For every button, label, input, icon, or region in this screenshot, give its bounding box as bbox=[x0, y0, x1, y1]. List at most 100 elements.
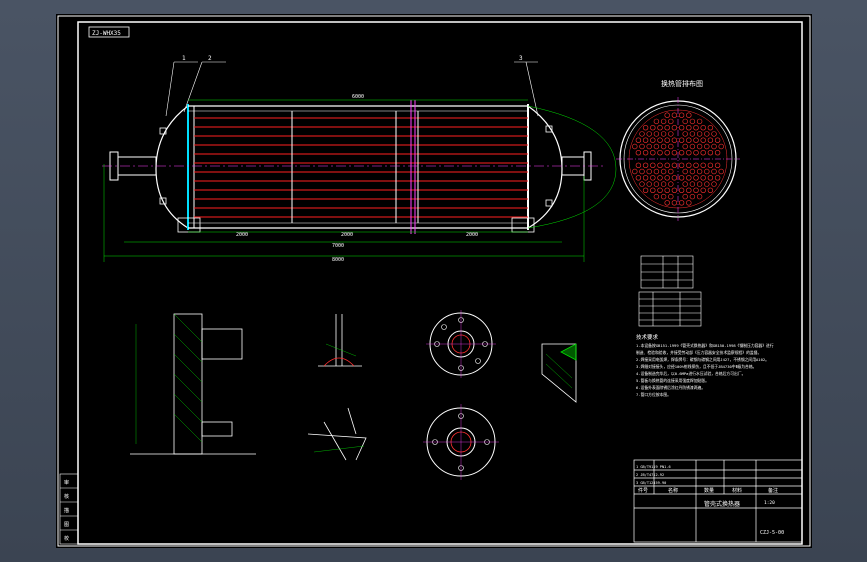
tube-hole bbox=[696, 193, 703, 200]
tube-hole bbox=[650, 124, 656, 131]
tube-hole bbox=[686, 112, 692, 118]
tube-hole bbox=[653, 143, 660, 150]
signoff-label-5: 校 bbox=[64, 535, 69, 542]
title-block bbox=[633, 459, 803, 543]
tube-hole bbox=[693, 124, 699, 131]
tube-hole bbox=[718, 143, 724, 150]
nozzle-table bbox=[638, 291, 702, 327]
tube-hole bbox=[664, 200, 670, 206]
tube-hole bbox=[686, 200, 692, 206]
tube-hole bbox=[671, 200, 678, 206]
dim-segment-2: 2000 bbox=[341, 232, 353, 238]
detail-view-weld-a bbox=[318, 314, 362, 367]
detail-view-weld-b bbox=[307, 407, 367, 461]
svg-text:3.焊缝对接接头，应经100%射线探伤，且不低于JB4730: 3.焊缝对接接头，应经100%射线探伤，且不低于JB4730中Ⅱ级为合格。 bbox=[636, 364, 756, 369]
signoff-label-2: 核 bbox=[64, 493, 69, 500]
technical-requirements-title: 技术要求 bbox=[636, 333, 659, 341]
tube-hole bbox=[678, 162, 685, 169]
tube-hole bbox=[650, 187, 656, 194]
tube-hole bbox=[700, 150, 706, 156]
tube-hole bbox=[700, 175, 706, 181]
tube-hole bbox=[639, 181, 645, 187]
dimension-lines bbox=[103, 99, 617, 262]
parts-row-1: 1 GB/T9119 PN1.6 bbox=[636, 465, 671, 469]
tube-hole bbox=[639, 131, 645, 137]
tube-hole bbox=[689, 131, 696, 137]
tube-hole bbox=[657, 137, 663, 143]
tube-hole bbox=[693, 175, 699, 181]
title-header-5: 备注 bbox=[768, 487, 778, 494]
tube-hole bbox=[689, 118, 696, 125]
tube-hole bbox=[650, 175, 656, 181]
tube-hole bbox=[714, 175, 721, 181]
tube-hole bbox=[664, 187, 670, 194]
tube-hole bbox=[653, 193, 660, 200]
parts-row-3: 3 GB/T12459-90 bbox=[636, 481, 666, 485]
tube-hole bbox=[693, 187, 699, 194]
tube-hole bbox=[678, 112, 685, 118]
tube-hole bbox=[642, 150, 649, 156]
balloon-1: 1 bbox=[182, 55, 186, 62]
tube-hole bbox=[689, 193, 696, 200]
tube-bundle bbox=[194, 117, 528, 218]
tube-hole bbox=[657, 175, 663, 181]
signoff-label-4: 图 bbox=[64, 522, 69, 528]
drawing-scale: 1:20 bbox=[764, 500, 775, 506]
title-header-1: 件号 bbox=[638, 487, 648, 494]
tube-hole bbox=[646, 168, 652, 175]
tube-hole bbox=[635, 137, 642, 143]
tube-holes bbox=[632, 112, 724, 206]
tube-hole bbox=[700, 137, 706, 143]
drawing-number: ZJ-WHX35 bbox=[92, 30, 121, 37]
tube-hole bbox=[664, 124, 670, 131]
tube-hole bbox=[678, 137, 685, 143]
tube-hole bbox=[664, 112, 670, 118]
dim-overall: 8000 bbox=[332, 257, 344, 263]
detail-view-support-weld bbox=[541, 343, 577, 403]
signoff-label-3: 描 bbox=[64, 507, 69, 514]
tube-hole bbox=[668, 181, 674, 187]
tube-hole bbox=[650, 150, 656, 156]
tubesheet-layout bbox=[616, 97, 740, 221]
tube-hole bbox=[707, 175, 714, 181]
tube-hole bbox=[682, 118, 688, 125]
tube-hole bbox=[635, 175, 642, 181]
tube-hole bbox=[696, 168, 703, 175]
tube-hole bbox=[668, 168, 674, 175]
tube-hole bbox=[682, 193, 688, 200]
title-header-3: 数量 bbox=[704, 487, 714, 494]
tube-hole bbox=[714, 162, 721, 169]
tube-hole bbox=[671, 150, 678, 156]
tube-hole bbox=[693, 162, 699, 169]
break-line bbox=[410, 100, 416, 234]
tube-hole bbox=[696, 143, 703, 150]
tube-hole bbox=[682, 131, 688, 137]
tube-hole bbox=[671, 162, 678, 169]
tube-hole bbox=[664, 137, 670, 143]
tube-hole bbox=[657, 150, 663, 156]
engineering-drawing: ZJ-WHX35 bbox=[57, 15, 811, 547]
detail-view-tubesheet-joint bbox=[130, 313, 256, 455]
tube-hole bbox=[657, 162, 663, 169]
tube-hole bbox=[664, 175, 670, 181]
tube-hole bbox=[650, 162, 656, 169]
tube-hole bbox=[678, 124, 685, 131]
cad-viewport[interactable]: ZJ-WHX35 bbox=[56, 14, 812, 548]
sheet-inner-border bbox=[77, 21, 803, 545]
dim-upper: 6000 bbox=[352, 94, 364, 100]
tube-hole bbox=[668, 143, 674, 150]
tube-hole bbox=[700, 124, 706, 131]
tube-hole bbox=[718, 168, 724, 175]
tube-hole bbox=[671, 124, 678, 131]
parts-row-2: 2 JB/T4712-92 bbox=[636, 473, 664, 477]
svg-text:5.管板与换热管的连接采用强度焊加贴胀。: 5.管板与换热管的连接采用强度焊加贴胀。 bbox=[636, 378, 709, 383]
left-head bbox=[155, 105, 189, 229]
tube-hole bbox=[707, 162, 714, 169]
tube-hole bbox=[686, 162, 692, 169]
dim-total: 7000 bbox=[332, 243, 344, 249]
tube-hole bbox=[653, 181, 660, 187]
tube-hole bbox=[711, 131, 717, 137]
tube-hole bbox=[635, 150, 642, 156]
tube-hole bbox=[632, 168, 638, 175]
baffles bbox=[291, 111, 419, 223]
